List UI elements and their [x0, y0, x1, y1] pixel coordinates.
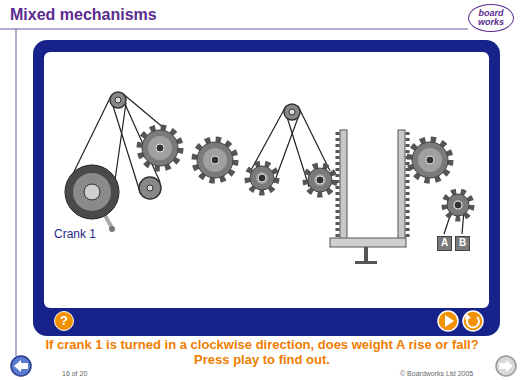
gear: [142, 130, 178, 166]
gear-web: [453, 200, 463, 210]
belt: [113, 106, 140, 192]
header-rule: [0, 29, 468, 30]
rack-teeth: [336, 132, 340, 240]
rack: [340, 130, 347, 242]
gear-teeth: [248, 164, 276, 192]
rack: [398, 130, 405, 242]
gear-hub: [454, 201, 462, 209]
gear-teeth: [410, 140, 450, 180]
replay-button: [463, 311, 483, 331]
panel-frame: [33, 40, 500, 336]
gear: [308, 168, 332, 192]
node-text: ?: [60, 314, 68, 328]
play-icon: [445, 315, 454, 327]
gear-hub: [426, 156, 434, 164]
pulley: [110, 92, 126, 108]
gear: [412, 142, 448, 178]
pulley: [284, 104, 300, 120]
panel-ground: [44, 52, 489, 308]
replay-arrow: [465, 313, 471, 320]
help-button: ?: [54, 311, 74, 331]
gear-teeth: [195, 140, 235, 180]
crank-hub: [84, 184, 100, 200]
node-text: board works: [474, 9, 508, 28]
play-button: [438, 311, 458, 331]
pulley-hub: [289, 109, 295, 115]
node-text: B: [459, 238, 466, 249]
weight-box: B: [455, 236, 470, 251]
gear-hub: [316, 176, 324, 184]
page-number: 16 of 20: [62, 370, 87, 377]
rack-teeth: [406, 132, 410, 240]
gear-teeth: [306, 166, 334, 194]
slide-title: Mixed mechanisms: [10, 6, 157, 24]
node-text: A: [441, 238, 448, 249]
gear: [447, 194, 469, 216]
crank-wheel: [65, 165, 119, 219]
gear-web: [256, 172, 268, 184]
gear-hub: [211, 156, 219, 164]
gear: [197, 142, 233, 178]
gear-web: [203, 148, 227, 172]
stand: [364, 247, 368, 261]
weight-box: A: [437, 236, 452, 251]
back-button: [11, 356, 31, 376]
stand-base: [355, 261, 377, 264]
crank-label: Crank 1: [54, 227, 96, 241]
pulley-hub: [115, 97, 121, 103]
side-rule: [16, 29, 17, 356]
gear-hub: [258, 174, 266, 182]
belt: [298, 106, 330, 171]
belt: [287, 117, 309, 187]
gear-web: [418, 148, 442, 172]
platform: [330, 238, 406, 247]
gear: [250, 166, 274, 190]
logo-oval: board works: [468, 4, 514, 32]
question-caption: If crank 1 is turned in a clockwise dire…: [42, 337, 482, 367]
gear-teeth: [140, 128, 180, 168]
next-button: [496, 356, 516, 376]
copyright-note: © Boardworks Ltd 2005: [400, 370, 473, 377]
gear-hub: [156, 144, 164, 152]
pulley: [139, 177, 161, 199]
gear-web: [314, 174, 326, 186]
back-arrow: [14, 360, 28, 372]
gear-web: [148, 136, 172, 160]
crank-knob: [109, 226, 115, 232]
next-arrow: [499, 360, 513, 372]
pulley-hub: [147, 185, 153, 191]
gear-teeth: [445, 192, 471, 218]
gears: [65, 92, 471, 219]
crank-wheel-rim: [73, 173, 111, 211]
